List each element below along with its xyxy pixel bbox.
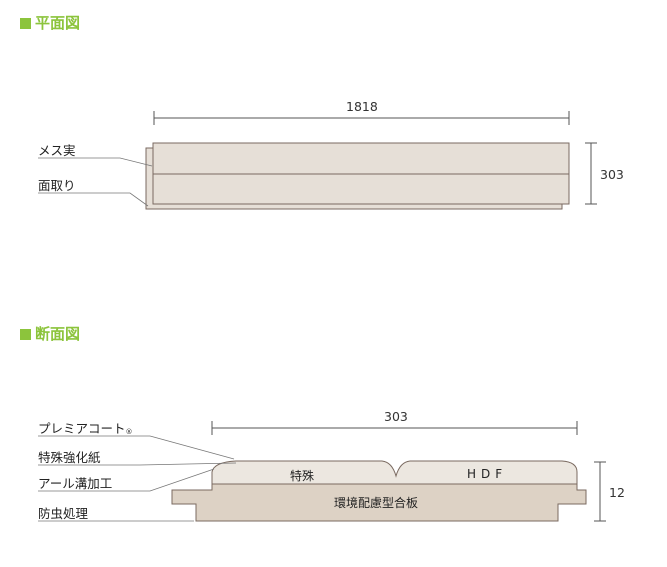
plan-width-dimension [153, 111, 570, 125]
section-width-dimension [211, 421, 578, 435]
plan-height-dimension [585, 142, 597, 205]
plan-label-groove: メス実 [38, 143, 76, 158]
section-label-reinforced-paper: 特殊強化紙 [38, 450, 101, 465]
section-label-premia-coat: プレミアコート® [38, 418, 133, 437]
registered-mark: ® [125, 428, 133, 436]
section-label-round-groove: アール溝加工 [38, 476, 113, 491]
section-top-layer [211, 460, 578, 485]
section-leader-lines [38, 435, 237, 522]
section-label-insect-proof: 防虫処理 [38, 506, 89, 521]
section-width-label: 303 [384, 409, 408, 424]
section-view-heading: 断面図 [20, 323, 80, 344]
plan-label-chamfer: 面取り [38, 178, 76, 193]
section-view-title: 断面図 [35, 325, 81, 343]
section-inner-label-hdf: HDF [467, 467, 508, 481]
premia-coat-text: プレミアコート [38, 421, 126, 436]
heading-square-icon [20, 18, 31, 29]
heading-square-icon [20, 329, 31, 340]
section-height-label: 12 [609, 485, 625, 500]
plan-height-label: 303 [600, 167, 624, 182]
section-core-label: 環境配慮型合板 [334, 496, 419, 510]
plan-width-label: 1818 [346, 99, 378, 114]
section-height-dimension [594, 461, 606, 522]
plan-view-title: 平面図 [35, 14, 81, 32]
section-inner-label-special: 特殊 [290, 469, 315, 483]
plan-view-heading: 平面図 [20, 12, 80, 33]
plan-leader-lines [38, 157, 153, 207]
